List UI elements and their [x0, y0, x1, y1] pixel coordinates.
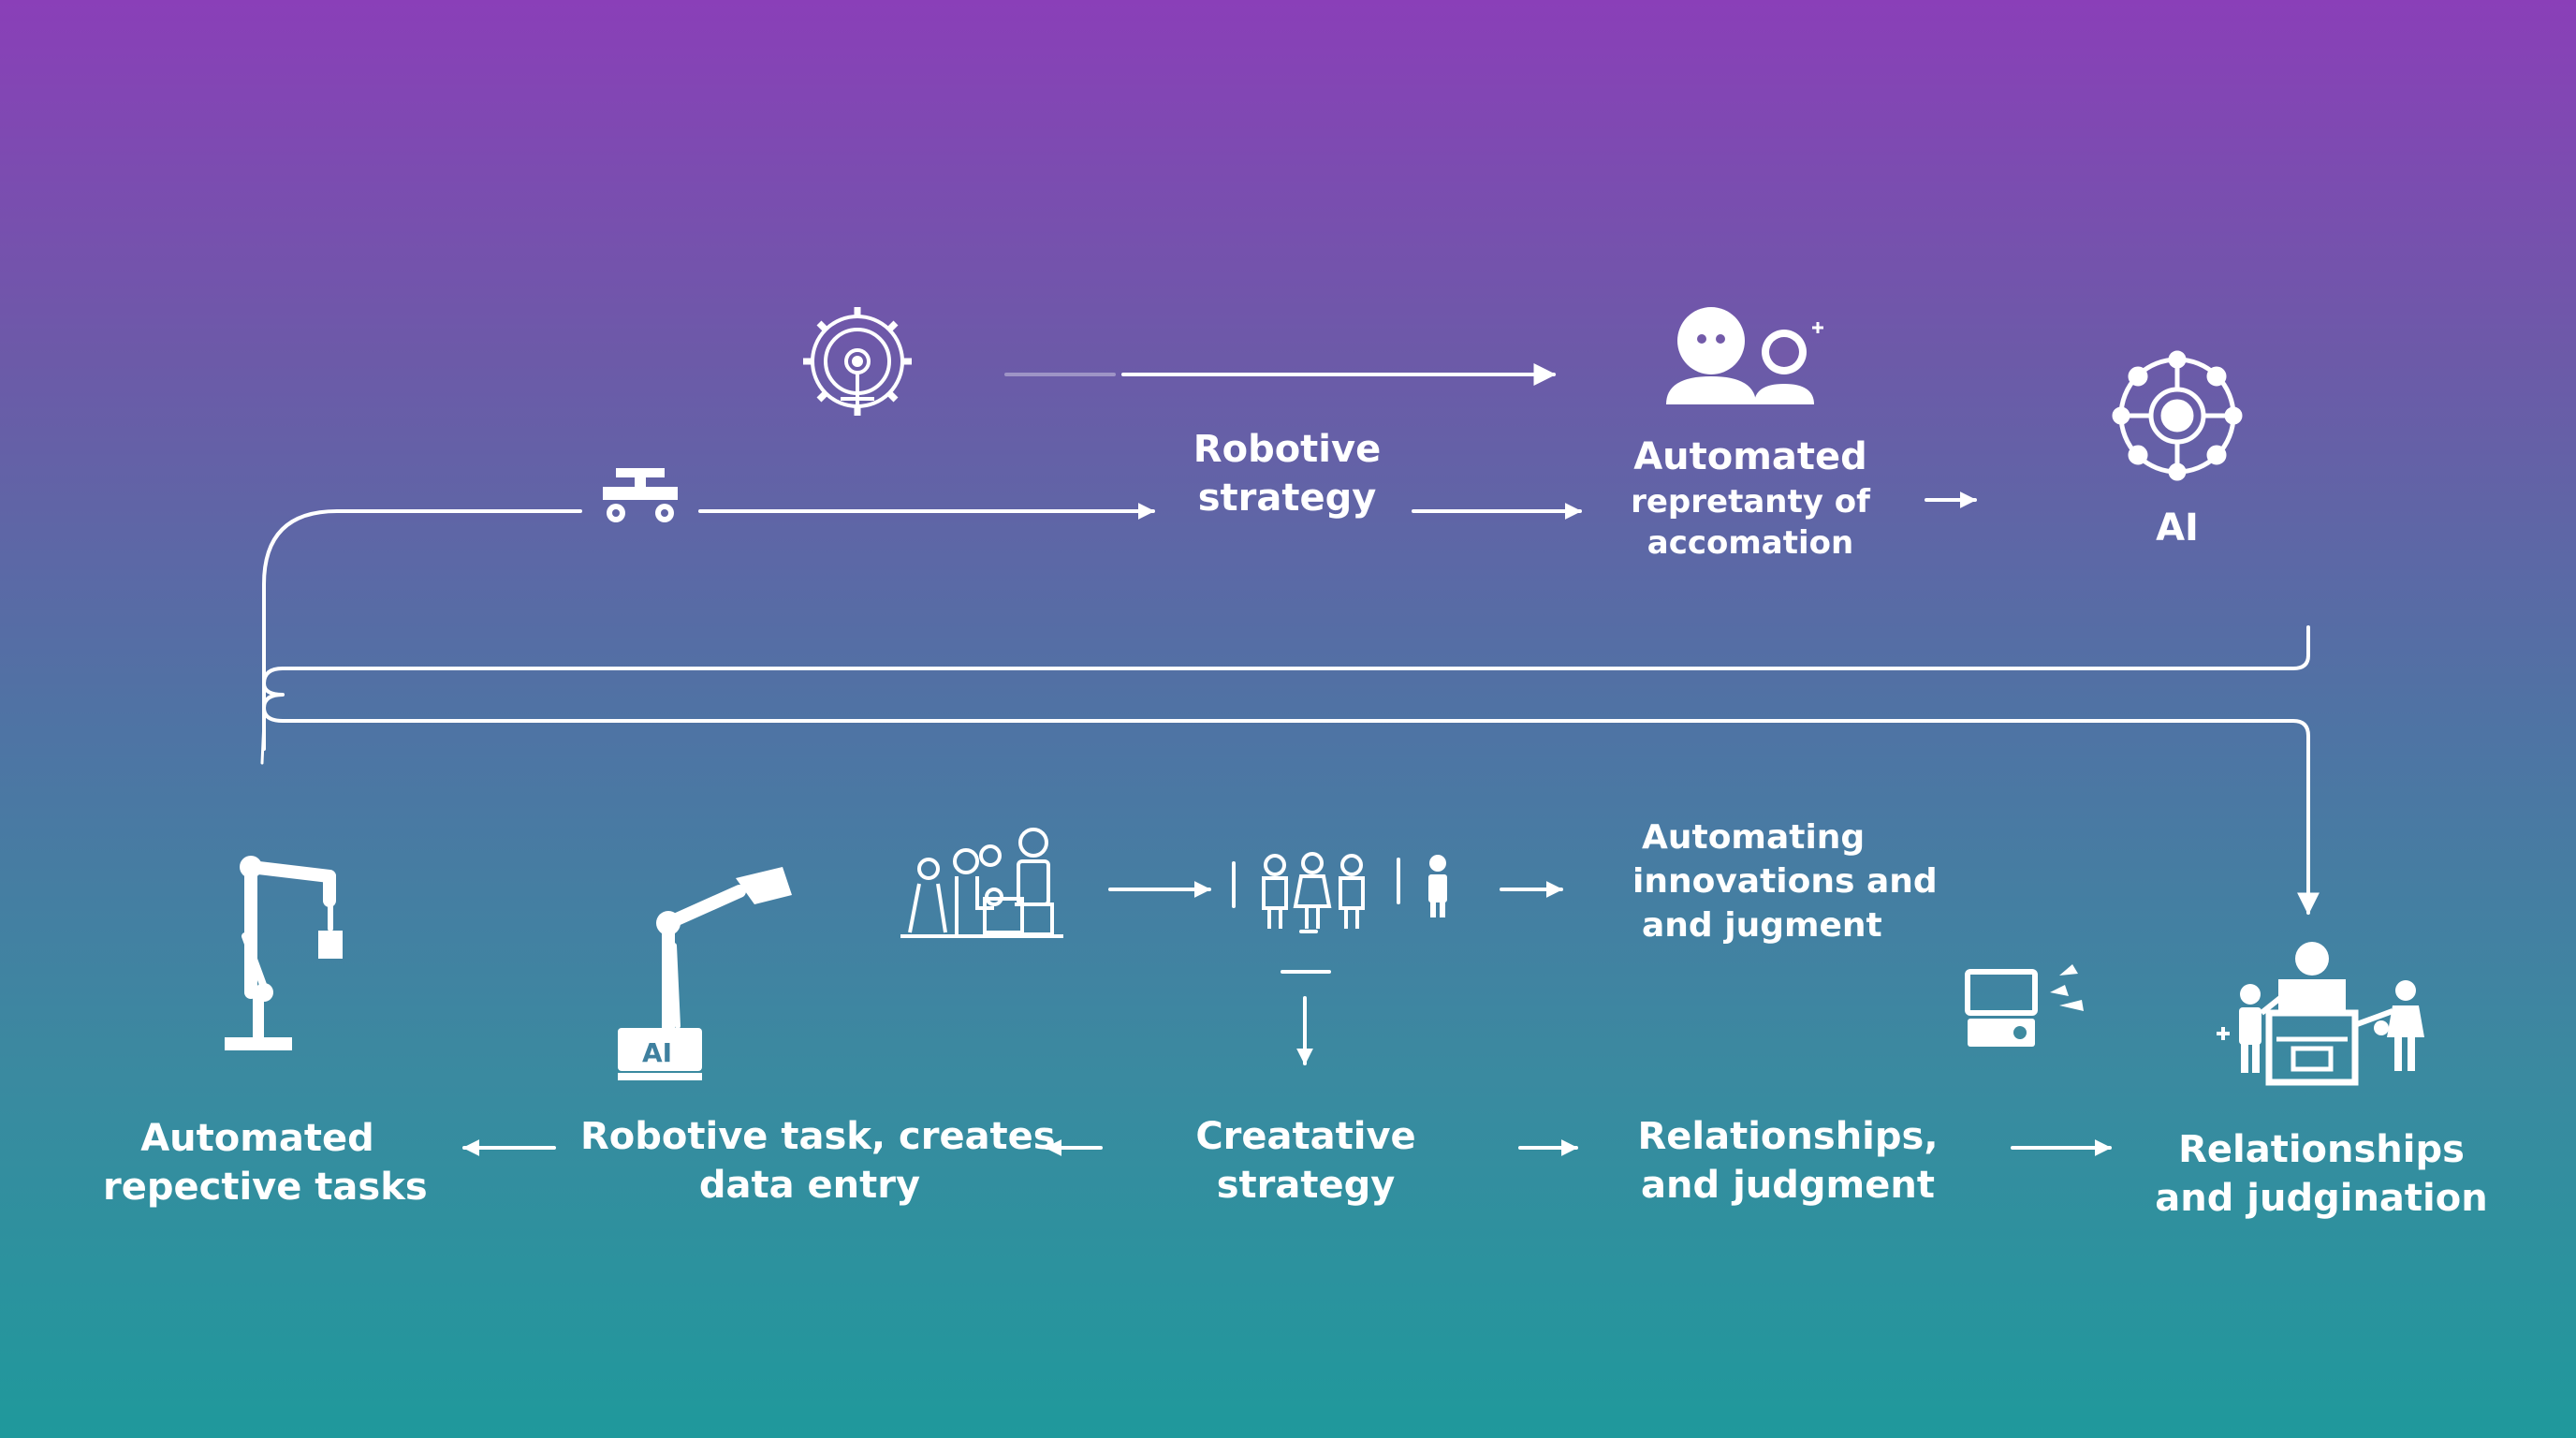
robotive-task-line1: Robotive task, creates [580, 1115, 1056, 1158]
bracket-line-upper [281, 625, 2310, 670]
line-left-to-cart [262, 509, 582, 751]
automated-repective-line1: Automated [140, 1117, 374, 1160]
automating-line1: Automating [1642, 818, 1866, 857]
users-icon [1666, 307, 1823, 404]
label-relationships-judgment: Relationships, and judgment [1610, 1112, 1966, 1210]
creatative-line1: Creatative [1195, 1115, 1416, 1158]
people-group-icon [1262, 852, 1365, 929]
label-automated-repretanty: Automated repretanty of accomation [1591, 433, 1910, 564]
automated-repretanty-line1: Automated [1633, 435, 1867, 478]
label-automating-innovations: Automating innovations and and jugment [1610, 816, 1938, 947]
ai-text: AI [2156, 506, 2199, 550]
bracket-left-curl [262, 667, 285, 723]
automated-repretanty-line2: repretanty of [1631, 483, 1870, 521]
bracket-line-lower [281, 719, 2320, 916]
label-ai: AI [2121, 504, 2233, 552]
relationships-judgination-line2: and judgination [2155, 1177, 2488, 1220]
label-automated-repective: Automated repective tasks [103, 1114, 428, 1211]
automated-repretanty-line3: accomation [1647, 524, 1854, 563]
label-creatative-strategy: Creatative strategy [1170, 1112, 1442, 1210]
relationships-judgination-line1: Relationships [2178, 1128, 2465, 1171]
ai-badge-text: AI [642, 1037, 672, 1068]
automating-line2: innovations and [1632, 861, 1938, 901]
meeting-icon [2217, 942, 2424, 1086]
robotive-strategy-line1: Robotive [1193, 428, 1382, 471]
relationships-judgment-line2: and judgment [1641, 1164, 1935, 1207]
automated-repective-line2: repective tasks [103, 1166, 428, 1209]
label-robotive-task: Robotive task, creates data entry [580, 1112, 1056, 1210]
ai-network-icon [2112, 350, 2243, 481]
computer-icon [1965, 964, 2084, 1047]
relationships-judgment-line1: Relationships, [1637, 1115, 1939, 1158]
automating-line3: and jugment [1642, 905, 1882, 945]
person-icon [1428, 855, 1447, 917]
robotive-task-line2: data entry [698, 1164, 921, 1207]
bracket-left-down [260, 719, 266, 765]
robotive-strategy-line2: strategy [1197, 477, 1377, 520]
label-robotive-strategy: Robotive strategy [1151, 425, 1423, 522]
gear-icon [803, 307, 912, 416]
team-icon [900, 828, 1063, 938]
robot-cart-icon [603, 468, 678, 522]
label-relationships-judgination: Relationships and judgination [2153, 1125, 2490, 1223]
creatative-line2: strategy [1216, 1164, 1396, 1207]
ai-robot-arm-icon [618, 867, 792, 1080]
robot-arm-icon [225, 856, 343, 1050]
